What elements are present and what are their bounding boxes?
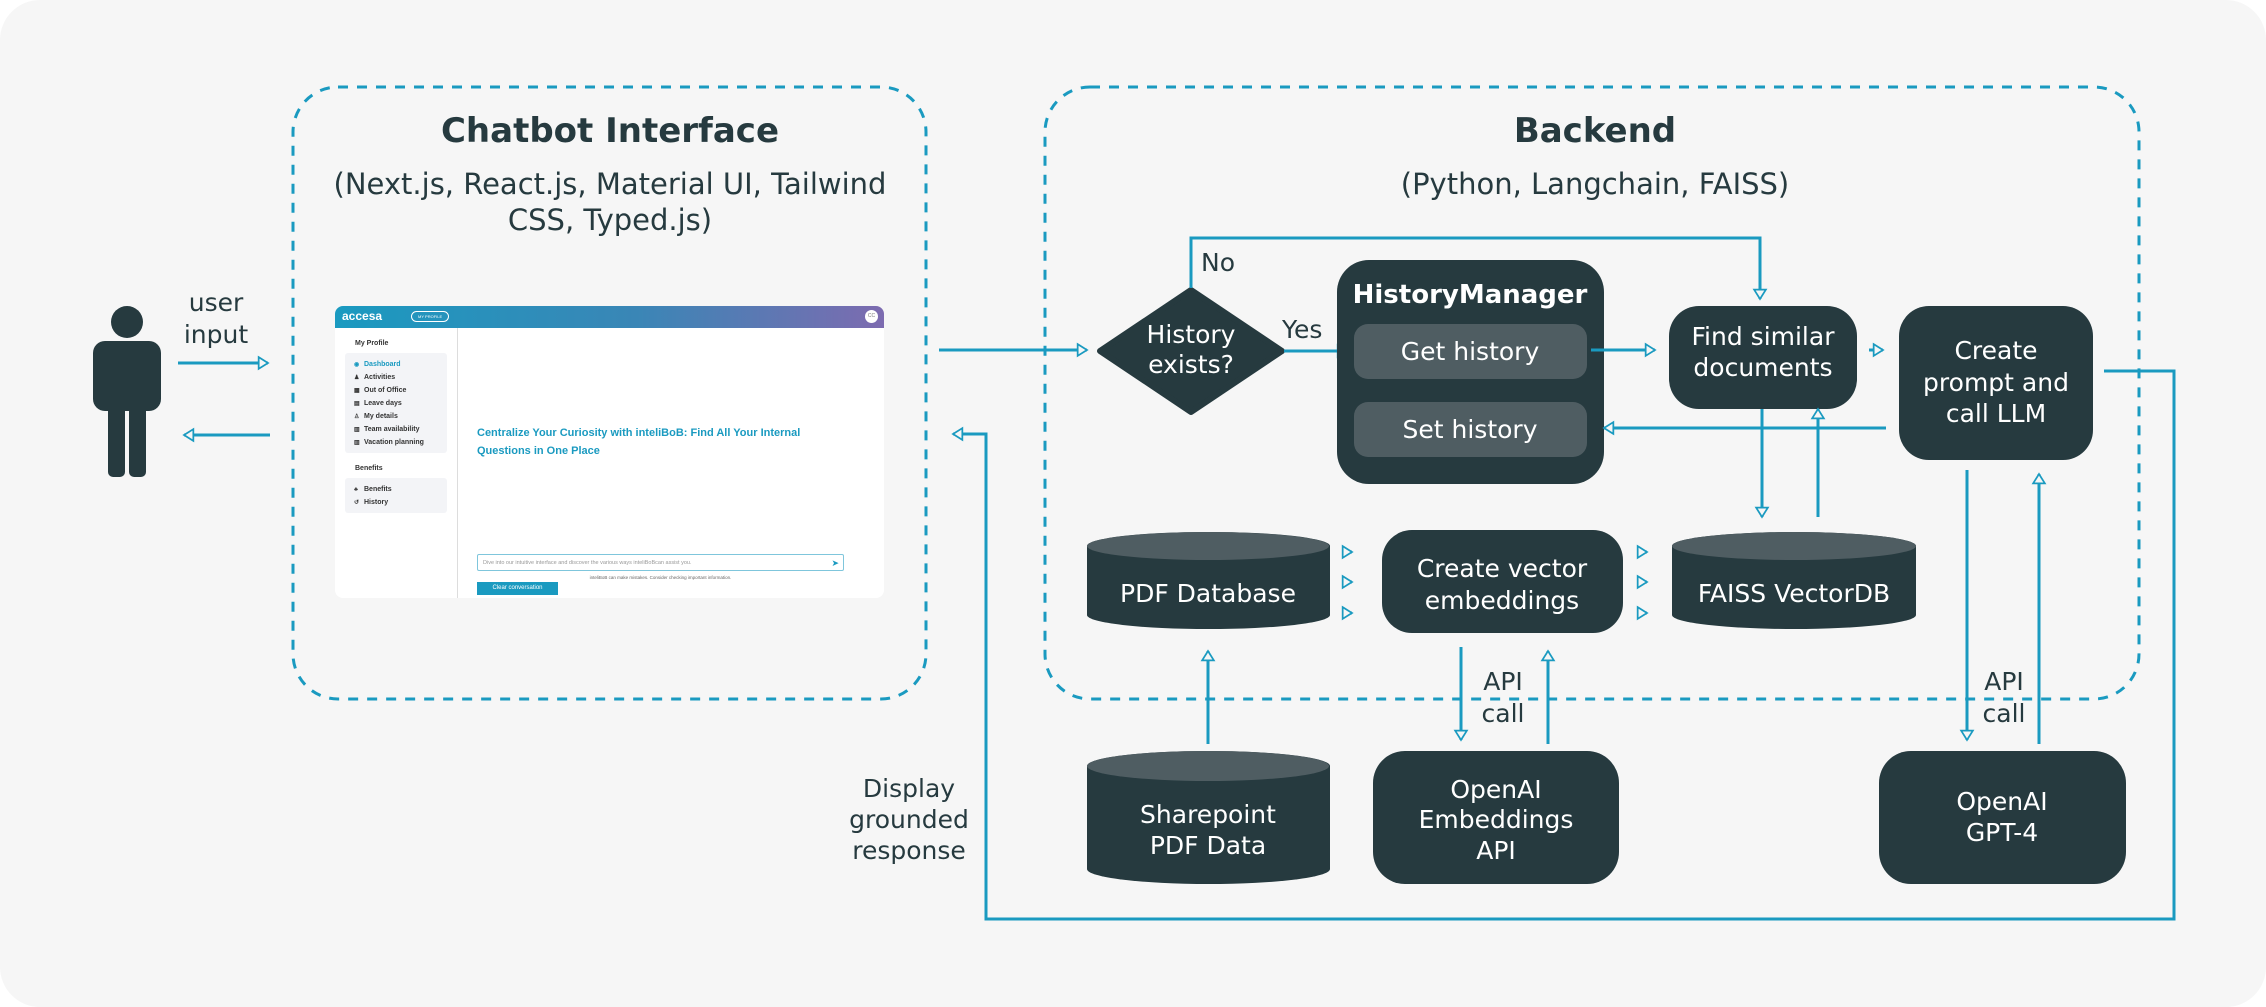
sidebar-item-out-of-office[interactable]: ▦ Out of Office <box>345 384 447 397</box>
backend-group <box>1043 85 2141 701</box>
building-icon: ▦ <box>354 388 360 394</box>
faiss-label: FAISS VectorDB <box>1698 579 1890 608</box>
find-similar-box <box>1669 306 1857 409</box>
arrows-pdf-to-vector <box>1341 544 1354 621</box>
sidebar-section-title: Benefits <box>355 465 383 472</box>
sharepoint-label: Sharepoint <box>1140 800 1276 829</box>
backend-subtitle: (Python, Langchain, FAISS) <box>1401 167 1790 201</box>
dashboard-icon: ◉ <box>354 362 360 368</box>
set-history-box <box>1354 402 1587 457</box>
sidebar-item-team-availability[interactable]: ▥ Team availability <box>345 423 447 436</box>
sharepoint-label: PDF Data <box>1150 831 1266 860</box>
frontend-group <box>291 85 928 701</box>
create-vector-label: embeddings <box>1425 586 1579 615</box>
get-history-box <box>1354 324 1587 379</box>
api-call-label: call <box>1983 699 2026 728</box>
openai-embeddings-label: API <box>1476 836 1516 865</box>
chat-headline: Centralize Your Curiosity with inteliBoB… <box>477 427 801 457</box>
map-icon: ▤ <box>354 401 360 407</box>
user-input-label: input <box>184 320 249 349</box>
chatbot-screenshot: accesa MY PROFILE CC My Profile ◉ Dashboa… <box>335 306 884 598</box>
sidebar-item-label: Benefits <box>364 486 392 493</box>
create-vector-label: Create vector <box>1417 554 1588 583</box>
create-prompt-box <box>1899 306 2093 460</box>
sidebar-item-dashboard[interactable]: ◉ Dashboard <box>345 358 447 371</box>
openai-embeddings-label: Embeddings <box>1419 805 1574 834</box>
avatar[interactable]: CC <box>865 310 878 323</box>
decision-label: exists? <box>1148 350 1234 379</box>
disclaimer: inteliBoB can make mistakes. Consider ch… <box>589 575 732 580</box>
find-similar-label: Find similar <box>1692 322 1836 351</box>
display-response-label: response <box>852 836 966 865</box>
calendar-icon: ▥ <box>354 440 360 446</box>
person-icon <box>93 306 161 477</box>
create-prompt-label: call LLM <box>1946 399 2046 428</box>
sidebar-item-label: History <box>364 499 389 506</box>
frontend-subtitle: CSS, Typed.js) <box>508 203 712 237</box>
history-exists-decision <box>1097 287 1285 415</box>
arrow-response-to-ui <box>951 369 2176 921</box>
my-profile-button[interactable]: MY PROFILE <box>411 311 450 322</box>
sidebar-item-label: Dashboard <box>364 361 401 368</box>
display-response-label: grounded <box>849 805 969 834</box>
arrows-vector-to-faiss <box>1636 544 1649 621</box>
chat-input[interactable]: Dive into our intuitive interface and di… <box>477 554 844 571</box>
create-prompt-label: prompt and <box>1923 368 2069 397</box>
pdf-database-label: PDF Database <box>1120 579 1296 608</box>
openai-gpt-label: OpenAI <box>1956 787 2047 816</box>
backend-title: Backend <box>1514 111 1676 151</box>
sidebar-item-benefits[interactable]: ♣ Benefits <box>345 483 447 496</box>
faiss-vectordb-cylinder <box>1672 532 1916 629</box>
sidebar-item-activities[interactable]: ♟ Activities <box>345 371 447 384</box>
calendar-icon: ▥ <box>354 427 360 433</box>
sharepoint-cylinder <box>1087 750 1330 885</box>
send-icon[interactable]: ➤ <box>831 558 839 568</box>
frontend-subtitle: (Next.js, React.js, Material UI, Tailwin… <box>334 167 887 201</box>
sidebar-item-label: Vacation planning <box>364 439 424 446</box>
sidebar-item-vacation-planning[interactable]: ▥ Vacation planning <box>345 436 447 449</box>
sidebar-item-history[interactable]: ↺ History <box>345 496 447 509</box>
chat-input-placeholder: Dive into our intuitive interface and di… <box>483 560 692 566</box>
app-header: accesa MY PROFILE CC <box>335 306 884 328</box>
sidebar-item-label: Out of Office <box>364 387 407 394</box>
create-vector-box <box>1382 530 1623 633</box>
history-manager-title: HistoryManager <box>1353 280 1588 310</box>
sidebar-item-label: Team availability <box>364 426 420 433</box>
openai-gpt-label: GPT-4 <box>1966 818 2038 847</box>
pdf-database-cylinder <box>1087 531 1330 630</box>
openai-embeddings-box <box>1373 751 1619 884</box>
openai-gpt4-box <box>1879 751 2126 884</box>
sidebar-item-leave-days[interactable]: ▤ Leave days <box>345 397 447 410</box>
api-call-label: call <box>1482 699 1525 728</box>
sidebar-item-my-details[interactable]: ♙ My details <box>345 410 447 423</box>
decision-label: History <box>1147 320 1236 349</box>
arrow-no-branch <box>1189 236 1768 301</box>
display-response-label: Display <box>863 774 955 803</box>
user-input-label: user <box>189 288 244 317</box>
openai-embeddings-label: OpenAI <box>1450 775 1541 804</box>
sidebar-item-label: Activities <box>364 374 396 381</box>
create-prompt-label: Create <box>1954 336 2037 365</box>
people-icon: ♟ <box>354 375 360 381</box>
benefits-icon: ♣ <box>354 487 358 493</box>
sidebar-item-label: My details <box>364 413 398 420</box>
get-history-label: Get history <box>1401 337 1540 366</box>
sidebar: My Profile ◉ Dashboard ♟ Activities ▦ Out o… <box>335 328 458 598</box>
api-call-label: API <box>1483 667 1523 696</box>
clear-conversation-button[interactable]: Clear conversation <box>477 582 558 595</box>
no-label: No <box>1201 248 1235 277</box>
find-similar-label: documents <box>1693 353 1832 382</box>
sidebar-item-label: Leave days <box>364 400 402 407</box>
accesa-logo: accesa <box>342 309 383 323</box>
set-history-label: Set history <box>1403 415 1538 444</box>
yes-label: Yes <box>1281 315 1322 344</box>
api-call-label: API <box>1984 667 2024 696</box>
sidebar-section-title: My Profile <box>355 340 389 347</box>
user-icon: ♙ <box>354 414 360 420</box>
frontend-title: Chatbot Interface <box>441 111 779 151</box>
history-icon: ↺ <box>354 500 360 506</box>
